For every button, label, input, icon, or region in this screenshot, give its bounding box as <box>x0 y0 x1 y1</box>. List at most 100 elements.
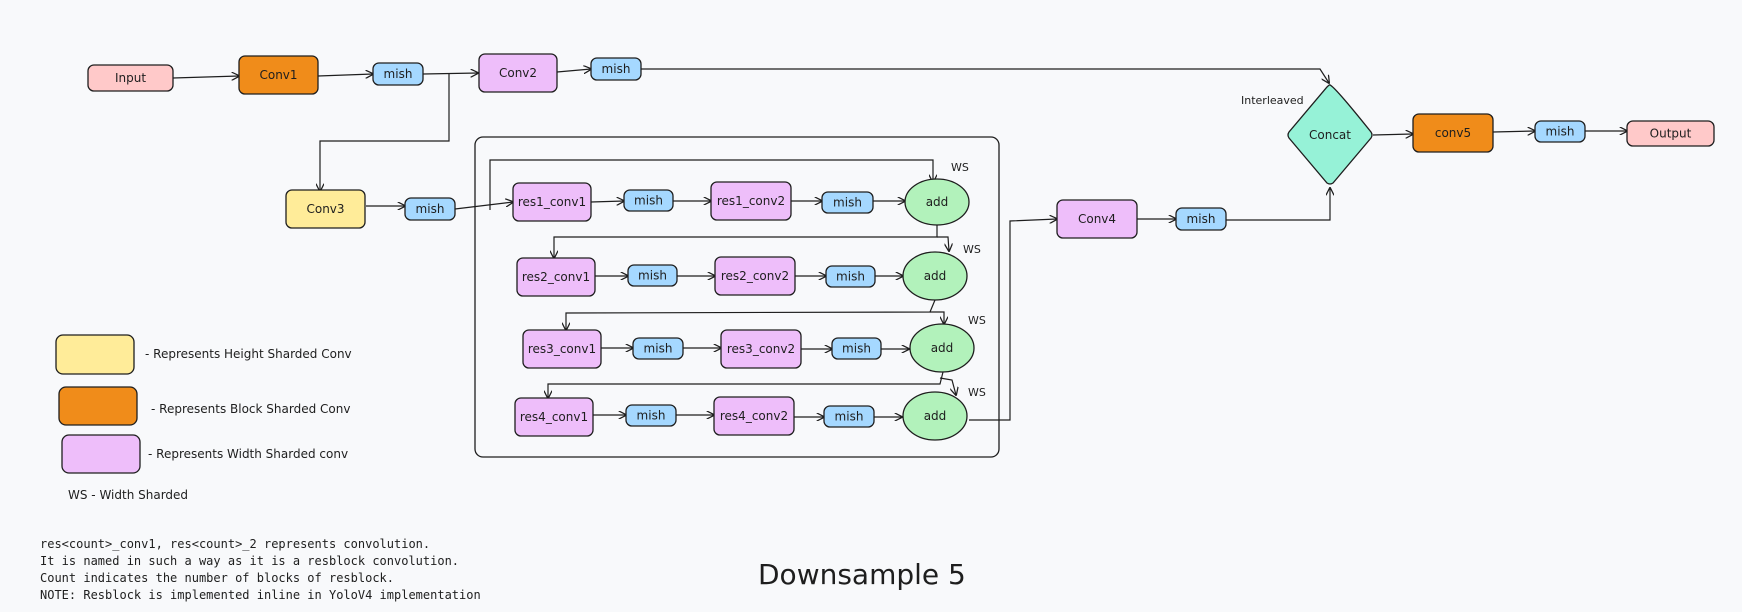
res3-conv1-node: res3_conv1 <box>522 329 602 369</box>
output-node: Output <box>1626 120 1715 147</box>
conv3-shape <box>285 189 366 229</box>
res4-mish1-label: mish <box>637 409 666 423</box>
res4-conv1-node: res4_conv1 <box>514 397 594 437</box>
res1-conv2-label: res1_conv2 <box>717 194 785 208</box>
res4-mish2-label: mish <box>835 410 864 424</box>
res4-mish2-shape <box>823 405 875 428</box>
res4-mish1-shape <box>625 404 677 427</box>
input-shape <box>87 64 174 92</box>
concat-node: Concat <box>1287 84 1373 185</box>
resblock-container <box>474 136 1000 458</box>
concat-shape <box>1287 84 1373 185</box>
res1-mish2-shape <box>821 191 874 214</box>
note-line: NOTE: Resblock is implemented inline in … <box>40 588 481 602</box>
res4-add-shape <box>902 391 968 441</box>
legend-height-text: - Represents Height Sharded Conv <box>145 347 352 361</box>
res4-mish2-node: mish <box>823 405 875 428</box>
res2-conv1-node: res2_conv1 <box>516 257 596 297</box>
legend-block-text: - Represents Block Sharded Conv <box>151 402 350 416</box>
edges <box>172 69 1627 420</box>
res2-add-label: add <box>924 269 947 283</box>
input-label: Input <box>115 71 146 85</box>
ws-label: WS <box>968 314 986 327</box>
res4-conv1-shape <box>514 397 594 437</box>
input-node: Input <box>87 64 174 92</box>
conv5-shape <box>1412 113 1494 153</box>
res4-conv2-shape <box>713 396 795 436</box>
res2-conv1-shape <box>516 257 596 297</box>
res2-conv2-shape <box>714 256 796 296</box>
ws-label: WS <box>968 386 986 399</box>
res4-add-node: add <box>902 391 968 441</box>
legend-width-text: - Represents Width Sharded conv <box>148 447 348 461</box>
res4-conv2-node: res4_conv2 <box>713 396 795 436</box>
mish4-label: mish <box>1187 212 1216 226</box>
res2-mish1-node: mish <box>627 264 678 287</box>
conv1-node: Conv1 <box>238 55 319 95</box>
res1-conv2-shape <box>710 181 792 221</box>
mish5-shape <box>1534 120 1586 143</box>
res1-add-label: add <box>926 195 949 209</box>
note-line: It is named in such a way as it is a res… <box>40 554 459 568</box>
res2-add-shape <box>902 251 968 301</box>
mish5-label: mish <box>1546 125 1575 139</box>
mish1-node: mish <box>372 62 424 86</box>
res3-mish2-shape <box>831 337 882 360</box>
res1-conv1-shape <box>512 182 592 222</box>
res3-add-shape <box>909 323 975 373</box>
res1-conv1-label: res1_conv1 <box>518 195 586 209</box>
conv4-label: Conv4 <box>1078 212 1116 226</box>
mish3-node: mish <box>404 197 456 221</box>
conv4-shape <box>1056 199 1138 239</box>
legend-height-swatch <box>55 334 135 375</box>
res1-mish2-node: mish <box>821 191 874 214</box>
res1-add-node: add <box>904 178 970 226</box>
mish4-shape <box>1175 207 1227 231</box>
res3-conv2-shape <box>720 329 802 369</box>
res1-add-shape <box>904 178 970 226</box>
conv5-label: conv5 <box>1435 126 1471 140</box>
res3-mish2-label: mish <box>842 342 871 356</box>
res3-mish1-node: mish <box>632 337 684 360</box>
legend-block-swatch <box>58 386 138 426</box>
mish1-shape <box>372 62 424 86</box>
note-line: res<count>_conv1, res<count>_2 represent… <box>40 537 430 551</box>
legend-width-swatch <box>61 434 141 474</box>
res1-conv2-node: res1_conv2 <box>710 181 792 221</box>
res4-conv1-label: res4_conv1 <box>520 410 588 424</box>
res1-mish1-label: mish <box>634 194 663 208</box>
res4-mish1-node: mish <box>625 404 677 427</box>
res2-conv1-label: res2_conv1 <box>522 270 590 284</box>
res1-mish1-shape <box>623 189 674 212</box>
mish3-label: mish <box>416 202 445 216</box>
conv2-node: Conv2 <box>478 53 558 93</box>
output-label: Output <box>1650 127 1692 141</box>
ws-label: WS <box>951 161 969 174</box>
mish5-node: mish <box>1534 120 1586 143</box>
mish2-node: mish <box>590 57 642 81</box>
conv3-node: Conv3 <box>285 189 366 229</box>
conv2-shape <box>478 53 558 93</box>
res2-conv2-label: res2_conv2 <box>721 269 789 283</box>
res3-conv1-shape <box>522 329 602 369</box>
notes: res<count>_conv1, res<count>_2 represent… <box>40 537 481 602</box>
conv2-label: Conv2 <box>499 66 537 80</box>
conv4-node: Conv4 <box>1056 199 1138 239</box>
res3-mish2-node: mish <box>831 337 882 360</box>
res4-add-label: add <box>924 409 947 423</box>
ws-label: WS <box>963 243 981 256</box>
res3-conv2-label: res3_conv2 <box>727 342 795 356</box>
note-line: Count indicates the number of blocks of … <box>40 571 394 585</box>
output-shape <box>1626 120 1715 147</box>
interleaved-label: Interleaved <box>1241 94 1304 107</box>
mish3-shape <box>404 197 456 221</box>
conv1-label: Conv1 <box>259 68 297 82</box>
res4-conv2-label: res4_conv2 <box>720 409 788 423</box>
res2-conv2-node: res2_conv2 <box>714 256 796 296</box>
conv3-label: Conv3 <box>306 202 344 216</box>
res3-mish1-shape <box>632 337 684 360</box>
res2-mish2-label: mish <box>836 270 865 284</box>
res2-add-node: add <box>902 251 968 301</box>
res2-mish2-shape <box>825 265 876 288</box>
